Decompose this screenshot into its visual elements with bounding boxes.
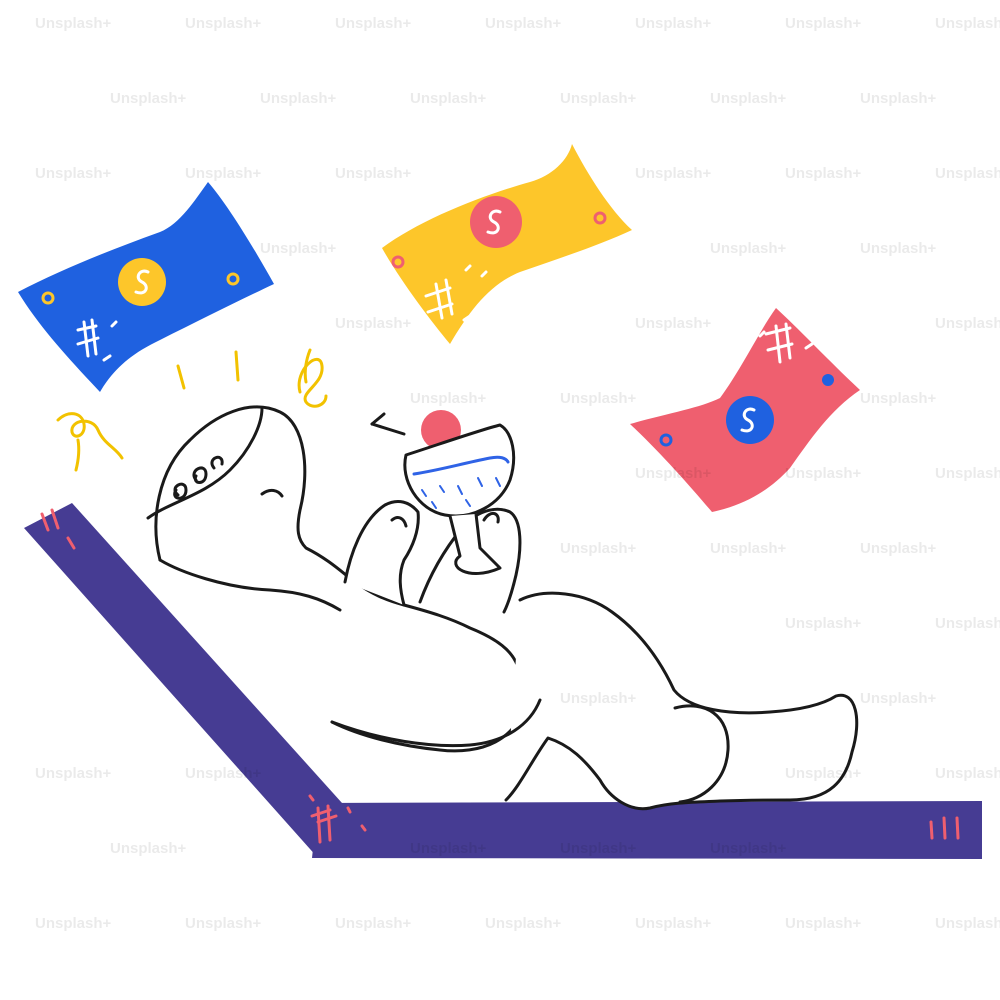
person-hair [146, 406, 264, 520]
lounge-chair-marks [40, 508, 960, 844]
lounge-chair-seat [312, 801, 982, 859]
yellow-bill-icon [382, 144, 632, 344]
sparkle-icon [56, 348, 328, 472]
person-hair-curls [173, 455, 224, 500]
person-arm [343, 500, 420, 607]
person-legs [504, 591, 859, 811]
cocktail-glass-icon [370, 410, 516, 575]
blue-bill-icon [18, 182, 274, 392]
person-eye [260, 488, 284, 498]
lounge-chair [24, 503, 982, 859]
red-bill-icon [630, 308, 860, 512]
lounge-chair-backrest [24, 503, 342, 858]
